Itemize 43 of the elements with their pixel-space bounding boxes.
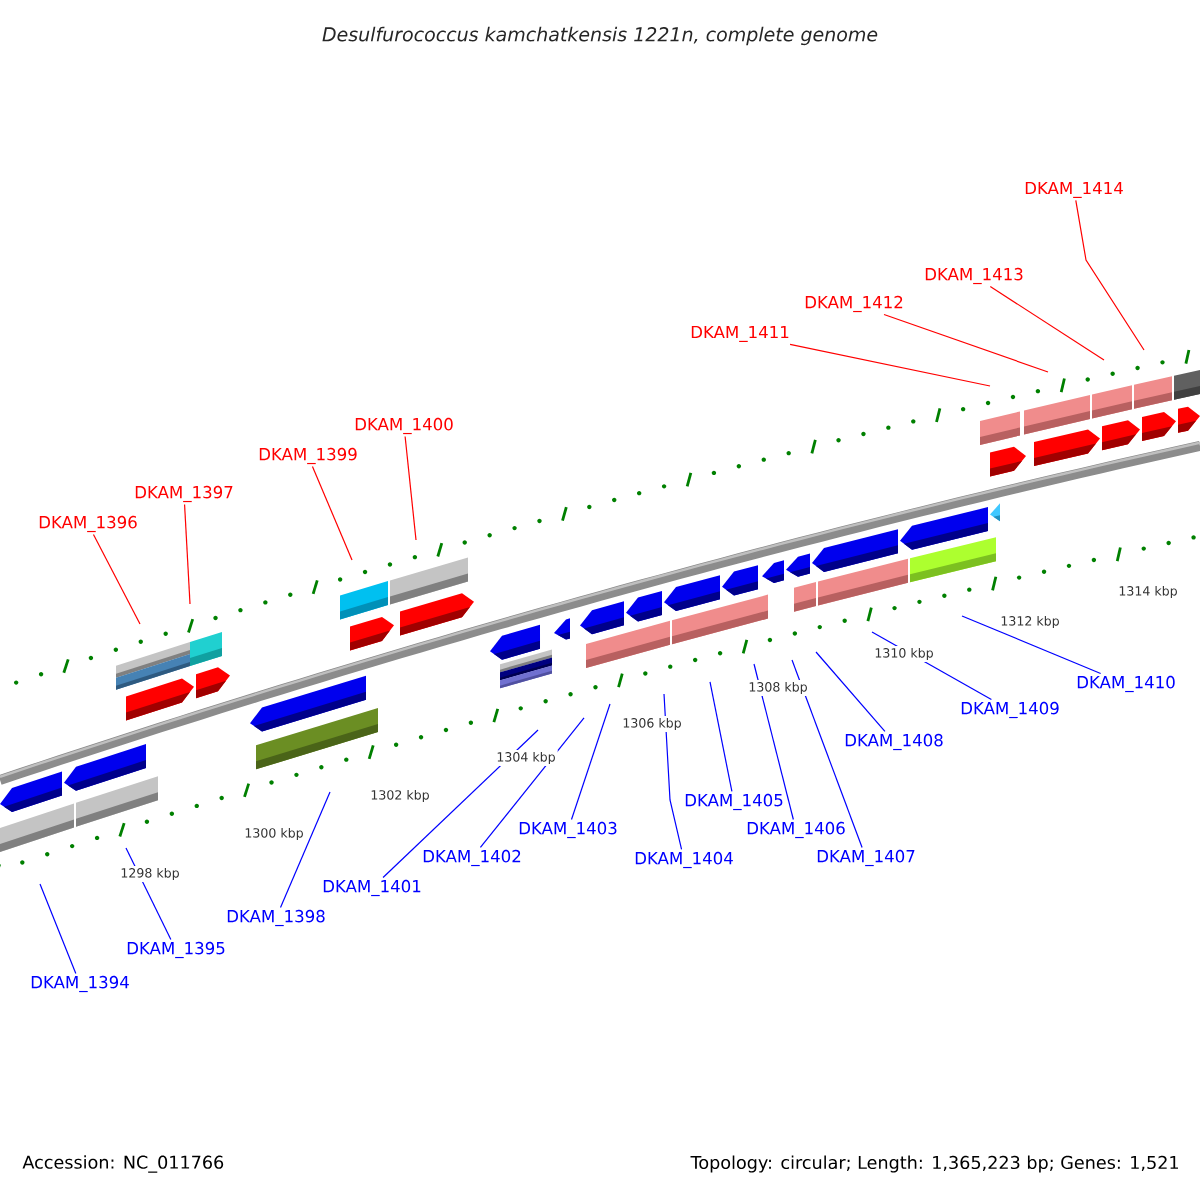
- gene-label: DKAM_1412: [805, 295, 903, 313]
- leader-line: [791, 659, 863, 849]
- leader-line: [663, 693, 683, 851]
- leader-line: [883, 313, 1049, 373]
- gene-label: DKAM_1406: [747, 821, 845, 839]
- gene-label: DKAM_1398: [227, 909, 325, 927]
- gene-label: DKAM_1408: [845, 733, 943, 751]
- gene-label: DKAM_1401: [323, 879, 421, 897]
- gene-label: DKAM_1409: [961, 701, 1059, 719]
- footer-text: Accession: NC_011766: [22, 1155, 224, 1173]
- gene-label: DKAM_1394: [31, 975, 129, 993]
- title: Desulfurococcus kamchatkensis 1221n, complete genome: [322, 26, 878, 46]
- gene-label: DKAM_1410: [1077, 675, 1175, 693]
- leader-line: [961, 615, 1102, 675]
- leader-line: [382, 729, 539, 879]
- gene-label: DKAM_1405: [685, 793, 783, 811]
- gene-label: DKAM_1414: [1025, 181, 1123, 198]
- gene-label: DKAM_1396: [39, 515, 137, 533]
- gene-label: DKAM_1403: [519, 821, 617, 839]
- leader-line: [709, 681, 733, 793]
- leader-line: [753, 663, 794, 821]
- gene-label: DKAM_1395: [127, 941, 225, 959]
- gene-label: DKAM_1413: [925, 267, 1023, 285]
- gene-label: DKAM_1400: [355, 417, 453, 435]
- leader-line: [404, 435, 417, 541]
- gene-label: DKAM_1411: [691, 326, 789, 342]
- gene-label: DKAM_1404: [635, 851, 733, 869]
- leader-line: [1075, 199, 1145, 351]
- footer-text: Topology: circular; Length: 1,365,223 bp; Genes: 1,521: [690, 1155, 1178, 1173]
- leader-line: [92, 533, 141, 625]
- leader-line: [570, 703, 611, 821]
- leader-line: [39, 883, 77, 975]
- leader-line: [989, 285, 1105, 361]
- gene-label: DKAM_1407: [817, 849, 915, 867]
- leader-line: [279, 791, 331, 909]
- leader-line: [311, 465, 353, 561]
- leader-line: [815, 651, 886, 733]
- gene-label: DKAM_1399: [259, 447, 357, 465]
- leader-line: [479, 717, 585, 849]
- leader-line: [183, 503, 191, 605]
- leader-line: [789, 343, 991, 387]
- gene-label: DKAM_1397: [135, 485, 233, 503]
- gene-label: DKAM_1402: [423, 849, 521, 867]
